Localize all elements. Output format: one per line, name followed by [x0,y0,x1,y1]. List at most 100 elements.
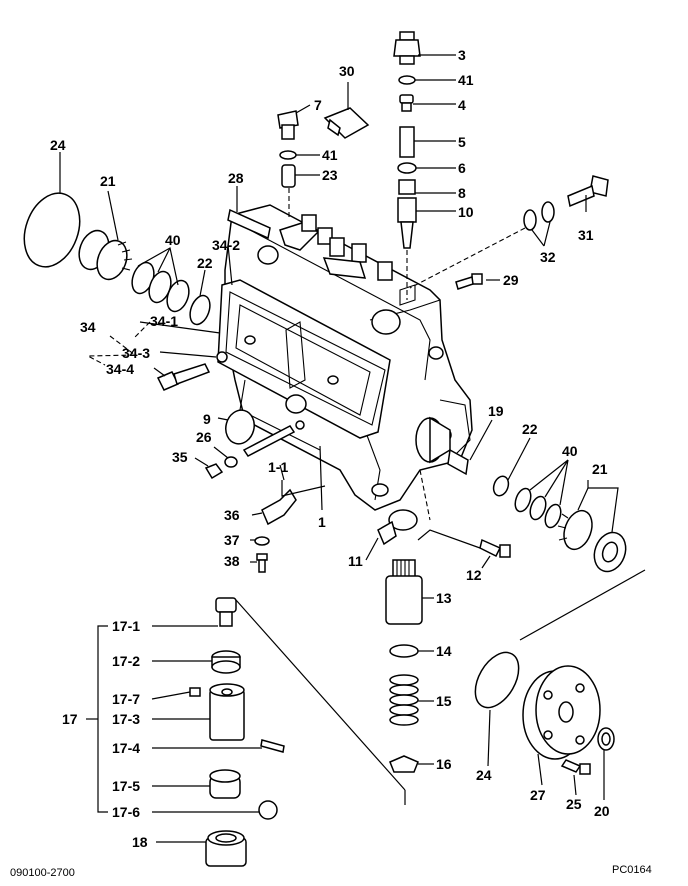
callout: 17-6 [112,804,140,820]
part-6-washer [397,162,417,174]
callout: 38 [224,553,240,569]
part-10-element [397,197,417,300]
callout: 17-4 [112,740,140,756]
callout: 6 [458,160,466,176]
part-13-control-sleeve [385,559,423,625]
callout: 41 [458,72,474,88]
callout: 40 [562,443,578,459]
part-37-washer [254,536,270,546]
part-41-o-ring [398,75,416,85]
callout: 17-2 [112,653,140,669]
footer-left-code: 090100-2700 [10,867,75,879]
part-24-o-ring-right [474,651,520,709]
callout: 16 [436,756,452,772]
part-32-washer-a [523,209,537,231]
callout: 34-2 [212,237,240,253]
part-1-1-stud [242,425,296,457]
callout: 29 [503,272,519,288]
callout: 40 [165,232,181,248]
part-4-stopper [399,94,414,112]
callout: 21 [100,173,116,189]
part-8-valve [398,179,416,195]
leader-lines [59,54,646,843]
part-32-washer-b [541,201,555,223]
callout: 31 [578,227,594,243]
part-19-camshaft [415,416,469,476]
part-17-2-nut [211,650,241,674]
callout: 26 [196,429,212,445]
part-22-washer-right [492,475,510,497]
part-40-shim-c [166,279,190,313]
footer-right-code: PC0164 [612,864,652,876]
part-17-4-pin [260,739,285,753]
part-24-o-ring [23,192,81,268]
callout: 17-1 [112,618,140,634]
part-31-bolt [567,175,609,208]
callout: 34-3 [122,345,150,361]
part-41-o-ring-2 [279,150,297,160]
part-17-3-tappet [209,683,245,741]
callout: 37 [224,532,240,548]
callout: 12 [466,567,482,583]
housing-port [285,394,307,414]
part-12-screw [479,538,511,558]
part-20-oil-seal [597,727,615,751]
part-3-delivery-holder [393,31,421,65]
callout: 32 [540,249,556,265]
callout: 10 [458,204,474,220]
part-18-cap [205,830,247,867]
callout: 28 [228,170,244,186]
callout: 1 [318,514,326,530]
part-35-nut [204,463,224,480]
callout: 24 [476,767,492,783]
callout: 13 [436,590,452,606]
housing-hole [295,420,305,430]
callout: 7 [314,97,322,113]
callout-labels: 3 41 4 5 6 8 10 30 7 41 23 28 24 21 40 3… [50,47,610,850]
part-34-3-washer [216,351,228,363]
callout: 17 [62,711,78,727]
callout: 35 [172,449,188,465]
callout: 24 [50,137,66,153]
part-38-screw [256,553,268,573]
part-40-shim-d [514,487,532,513]
part-23-valve [281,164,296,188]
part-9-gasket [225,409,255,445]
part-36-clip [261,488,297,526]
part-27-bearing-cover [522,665,601,760]
callout: 30 [339,63,355,79]
part-5-spring [399,126,415,158]
callout: 8 [458,185,466,201]
part-25-bolt [560,759,591,775]
callout: 17-3 [112,711,140,727]
callout: 15 [436,693,452,709]
callout: 25 [566,796,582,812]
callout: 34 [80,319,96,335]
part-21-gear-right [557,509,627,573]
part-40-shim-f [544,503,562,529]
callout: 41 [322,147,338,163]
callout: 23 [322,167,338,183]
callout: 9 [203,411,211,427]
part-16-spring-seat [389,755,419,773]
part-15-plunger-spring [389,674,419,726]
callout: 17-5 [112,778,140,794]
callout: 22 [522,421,538,437]
part-17-6-bushing [258,800,278,820]
part-17-1-bolt [215,597,237,627]
part-11-clamp [377,509,418,546]
part-30-bracket [323,107,370,139]
callout: 11 [348,553,363,569]
callout: 17-7 [112,691,140,707]
callout: 14 [436,643,452,659]
callout: 19 [488,403,504,419]
callout: 18 [132,834,148,850]
callout: 3 [458,47,466,63]
part-17-5-roller [209,769,241,799]
part-29-screw [455,273,483,290]
callout: 34-4 [106,361,134,377]
callout: 21 [592,461,608,477]
part-14-seat [389,644,419,658]
side-cover [217,279,391,439]
